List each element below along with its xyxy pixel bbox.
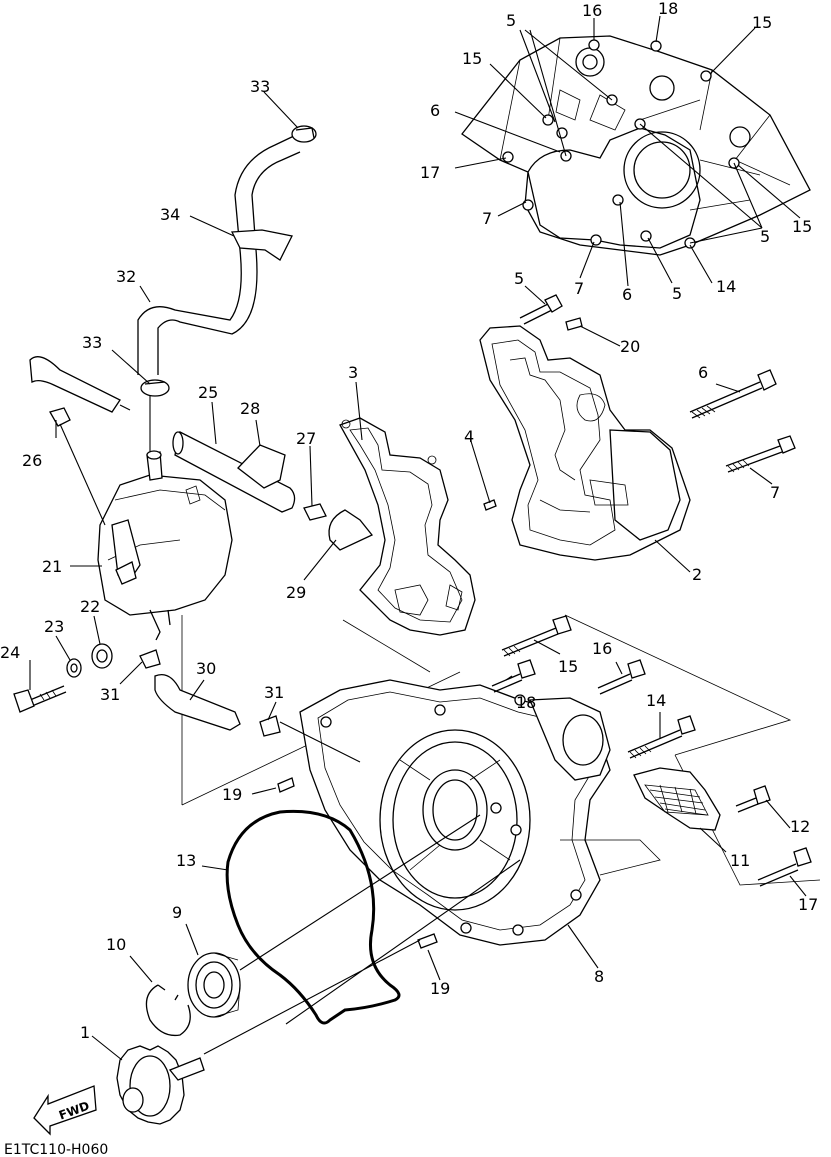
callout-5: 5: [760, 227, 770, 246]
callout-11: 11: [730, 851, 750, 870]
hose-part-25: [172, 431, 296, 513]
clamp-part-31-right: [259, 715, 281, 737]
callout-14: 14: [646, 691, 666, 710]
callout-15: 15: [558, 657, 578, 676]
part-13-o-ring: [225, 809, 401, 1025]
part-1-gear: [116, 1045, 205, 1125]
part-3-gasket: [339, 417, 476, 636]
callout-6: 6: [430, 101, 440, 120]
bolt-part-17-lower: [757, 847, 812, 887]
callout-1: 1: [80, 1023, 90, 1042]
clamp-part-33-top: [291, 125, 317, 143]
callout-26: 26: [22, 451, 42, 470]
callout-21: 21: [42, 557, 62, 576]
bolt-part-6: [689, 369, 777, 419]
clip-part-27: [303, 503, 327, 521]
part-2-cover: [479, 325, 691, 561]
callout-7: 7: [770, 483, 780, 502]
callout-32: 32: [116, 267, 136, 286]
washer-part-23: [66, 658, 82, 678]
callout-14: 14: [716, 277, 736, 296]
callout-18: 18: [658, 0, 678, 18]
callout-10: 10: [106, 935, 126, 954]
part-9-bearing: [187, 952, 241, 1018]
callout-15: 15: [462, 49, 482, 68]
crankcase-top-view: [461, 35, 811, 256]
callout-5: 5: [672, 284, 682, 303]
callout-13: 13: [176, 851, 196, 870]
part-10-circlip: [145, 984, 191, 1037]
callout-16: 16: [582, 1, 602, 20]
bolt-part-12: [735, 785, 771, 813]
callout-15: 15: [752, 13, 772, 32]
callout-27: 27: [296, 429, 316, 448]
clamp-part-28: [237, 444, 286, 489]
callout-3: 3: [348, 363, 358, 382]
callout-6: 6: [622, 285, 632, 304]
callout-17: 17: [798, 895, 818, 914]
callout-7: 7: [482, 209, 492, 228]
callout-labels: 5 16 18 15 15 6 17 15 7 7 6 5 14 5 5 20 …: [0, 0, 818, 1042]
callout-19: 19: [222, 785, 242, 804]
diagram-code: E1TC110-H060: [4, 1142, 108, 1157]
callout-30: 30: [196, 659, 216, 678]
bolt-part-18-lower: [491, 659, 536, 693]
callout-23: 23: [44, 617, 64, 636]
hose-part-32: [137, 134, 301, 375]
callout-31: 31: [264, 683, 284, 702]
callout-22: 22: [80, 597, 100, 616]
spring-clip-part-29: [328, 509, 374, 551]
dowel-part-19-lower: [417, 933, 438, 949]
callout-33: 33: [82, 333, 102, 352]
callout-7: 7: [574, 279, 584, 298]
callout-18: 18: [516, 693, 536, 712]
bolt-part-14-lower: [627, 715, 696, 759]
part-21-tank: [97, 450, 233, 641]
bolt-part-24: [13, 685, 67, 713]
hose-part-26: [29, 356, 121, 427]
callout-5: 5: [514, 269, 524, 288]
grommet-part-22: [91, 643, 113, 669]
callout-33: 33: [250, 77, 270, 96]
callout-20: 20: [620, 337, 640, 356]
leader-lines: [29, 15, 807, 1061]
bolt-part-16-lower: [597, 659, 646, 695]
callout-24: 24: [0, 643, 20, 662]
callout-17: 17: [420, 163, 440, 182]
callout-9: 9: [172, 903, 182, 922]
clamp-part-31-left: [139, 649, 161, 669]
callout-15: 15: [792, 217, 812, 236]
hose-part-30: [154, 673, 241, 731]
callout-4: 4: [464, 427, 474, 446]
callout-8: 8: [594, 967, 604, 986]
assembly-frame-line: [342, 614, 792, 756]
bolt-part-7: [725, 435, 796, 473]
bolt-part-20: [565, 317, 583, 331]
callout-16: 16: [592, 639, 612, 658]
fwd-arrow: FWD: [33, 1085, 97, 1136]
part-8-housing: [299, 679, 661, 946]
callout-34: 34: [160, 205, 180, 224]
callout-25: 25: [198, 383, 218, 402]
callout-2: 2: [692, 565, 702, 584]
callout-28: 28: [240, 399, 260, 418]
callout-31: 31: [100, 685, 120, 704]
callout-5: 5: [506, 11, 516, 30]
clamp-part-34: [230, 229, 293, 261]
dowel-part-19-left: [277, 777, 295, 793]
bolt-part-15-lower: [501, 615, 572, 657]
callout-29: 29: [286, 583, 306, 602]
clamp-part-33-mid: [140, 379, 170, 397]
dowel-part-4: [483, 499, 497, 511]
part-11-strainer: [633, 767, 721, 831]
callout-19: 19: [430, 979, 450, 998]
bolt-part-5-top: [519, 294, 563, 325]
callout-6: 6: [698, 363, 708, 382]
callout-12: 12: [790, 817, 810, 836]
